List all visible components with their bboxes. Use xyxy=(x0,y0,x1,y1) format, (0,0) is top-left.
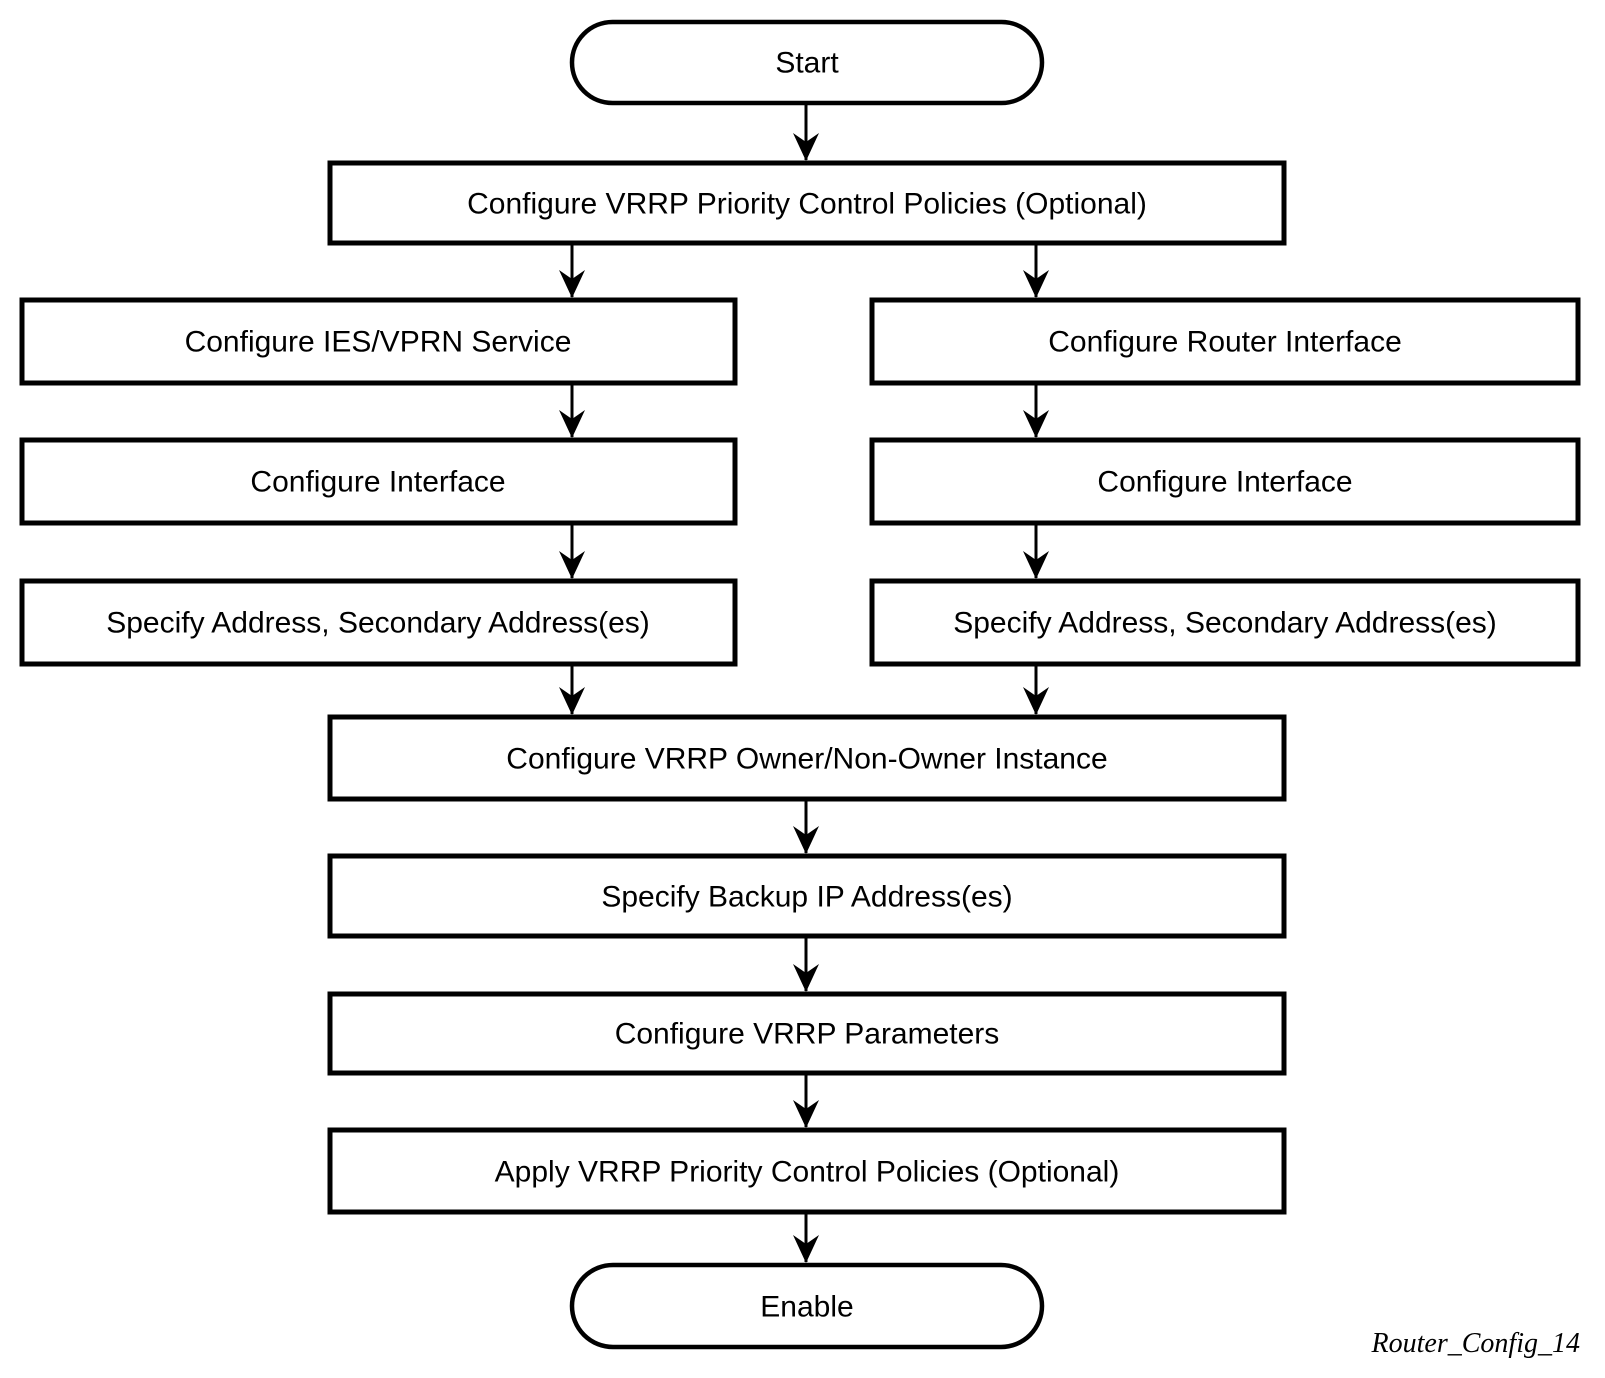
configure-interface-right-shape xyxy=(869,437,1581,526)
router-interface-node: Configure Router Interface xyxy=(869,297,1581,386)
specify-address-right-shape xyxy=(869,578,1581,667)
router-interface-label: Configure Router Interface xyxy=(1048,326,1402,359)
backup-ip-node: Specify Backup IP Address(es) xyxy=(327,853,1287,939)
apply-policies-shape xyxy=(327,1127,1287,1215)
policies-label: Configure VRRP Priority Control Policies… xyxy=(467,188,1147,221)
configure-interface-right-node: Configure Interface xyxy=(869,437,1581,526)
start-label: Start xyxy=(775,47,839,80)
vrrp-parameters-shape xyxy=(327,991,1287,1076)
specify-address-right-label: Specify Address, Secondary Address(es) xyxy=(953,607,1497,640)
backup-ip-label: Specify Backup IP Address(es) xyxy=(601,881,1012,914)
enable-node: Enable xyxy=(569,1262,1045,1350)
start-shape xyxy=(569,19,1045,106)
ies-vprn-node: Configure IES/VPRN Service xyxy=(19,297,738,386)
specify-address-left-label: Specify Address, Secondary Address(es) xyxy=(106,607,650,640)
apply-policies-node: Apply VRRP Priority Control Policies (Op… xyxy=(327,1127,1287,1215)
ies-vprn-shape xyxy=(19,297,738,386)
specify-address-left-node: Specify Address, Secondary Address(es) xyxy=(19,578,738,667)
enable-shape xyxy=(569,1262,1045,1350)
enable-label: Enable xyxy=(760,1291,853,1324)
configure-interface-left-label: Configure Interface xyxy=(250,466,505,499)
specify-address-right-node: Specify Address, Secondary Address(es) xyxy=(869,578,1581,667)
policies-node: Configure VRRP Priority Control Policies… xyxy=(327,160,1287,246)
apply-policies-label: Apply VRRP Priority Control Policies (Op… xyxy=(495,1156,1120,1189)
policies-shape xyxy=(327,160,1287,246)
owner-instance-node: Configure VRRP Owner/Non-Owner Instance xyxy=(327,714,1287,802)
vrrp-parameters-label: Configure VRRP Parameters xyxy=(615,1018,1000,1051)
specify-address-left-shape xyxy=(19,578,738,667)
start-node: Start xyxy=(569,19,1045,106)
owner-instance-label: Configure VRRP Owner/Non-Owner Instance xyxy=(506,743,1107,776)
figure-caption: Router_Config_14 xyxy=(1371,1328,1580,1359)
configure-interface-left-shape xyxy=(19,437,738,526)
backup-ip-shape xyxy=(327,853,1287,939)
router-interface-shape xyxy=(869,297,1581,386)
ies-vprn-label: Configure IES/VPRN Service xyxy=(185,326,572,359)
configure-interface-right-label: Configure Interface xyxy=(1097,466,1352,499)
vrrp-parameters-node: Configure VRRP Parameters xyxy=(327,991,1287,1076)
owner-instance-shape xyxy=(327,714,1287,802)
configure-interface-left-node: Configure Interface xyxy=(19,437,738,526)
